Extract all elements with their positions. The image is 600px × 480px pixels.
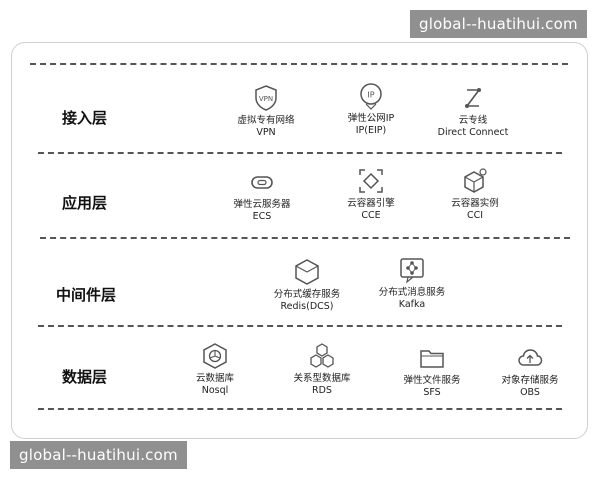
separator-1 [38,152,562,154]
service-name-cn: 关系型数据库 [293,373,351,384]
service-name-en: Kafka [398,299,426,310]
layer-label-data: 数据层 [62,368,108,386]
service-obs: 对象存储服务 OBS [475,344,585,399]
service-cce: 云容器引擎 CCE [316,167,426,222]
cce-icon [357,167,385,195]
kafka-icon [398,256,426,284]
ip-icon: IP [357,82,385,110]
service-kafka: 分布式消息服务 Kafka [357,256,467,311]
service-name-cn: 云容器引擎 [347,198,395,209]
service-direct-connect: 云专线 Direct Connect [418,84,528,139]
svg-text:VPN: VPN [259,95,273,103]
service-name-en: Nosql [201,385,229,396]
service-cci: 云容器实例 CCI [420,167,530,222]
nosql-icon [201,342,229,370]
service-name-en: ECS [252,211,272,222]
separator-2 [40,237,570,239]
service-name-cn: 分布式消息服务 [378,287,446,298]
redis-icon [293,258,321,286]
service-name-en: CCE [361,210,381,221]
service-eip: IP 弹性公网IP IP(EIP) [316,82,426,137]
service-name-cn: 弹性云服务器 [233,199,291,210]
service-name-en: RDS [312,385,332,396]
service-name-en: CCI [466,210,484,221]
cloud-upload-icon [516,344,544,372]
ecs-icon [248,168,276,196]
cci-icon [461,167,489,195]
watermark-bottom: global--huatihui.com [10,441,187,469]
direct-connect-icon [459,84,487,112]
service-ecs: 弹性云服务器 ECS [207,168,317,223]
service-vpn: VPN 虚拟专有网络 VPN [211,84,321,139]
service-name-en: SFS [423,387,441,398]
layer-label-middleware: 中间件层 [56,286,117,304]
separator-bottom [38,408,562,410]
service-name-cn: 云专线 [458,115,488,126]
watermark-top: global--huatihui.com [410,10,587,38]
service-name-cn: 虚拟专有网络 [237,115,295,126]
layer-label-application: 应用层 [62,194,108,212]
service-rds: 关系型数据库 RDS [267,342,377,397]
separator-top [30,63,568,65]
service-name-en: IP(EIP) [355,125,387,136]
service-name-cn: 对象存储服务 [501,375,559,386]
diagram-frame [11,42,588,439]
vpn-icon: VPN [252,84,280,112]
service-redis-dcs: 分布式缓存服务 Redis(DCS) [252,258,362,313]
service-name-cn: 分布式缓存服务 [273,289,341,300]
rds-icon [308,342,336,370]
separator-3 [38,325,562,327]
service-name-en: Redis(DCS) [280,301,334,312]
service-name-en: VPN [256,127,276,138]
layer-label-access: 接入层 [62,109,108,127]
service-sfs: 弹性文件服务 SFS [377,344,487,399]
service-nosql: 云数据库 Nosql [160,342,270,397]
service-name-en: Direct Connect [437,127,509,138]
service-name-cn: 弹性公网IP [347,113,395,124]
folder-icon [418,344,446,372]
service-name-en: OBS [520,387,540,398]
service-name-cn: 云数据库 [195,373,234,384]
service-name-cn: 弹性文件服务 [403,375,461,386]
svg-text:IP: IP [367,91,374,100]
service-name-cn: 云容器实例 [451,198,499,209]
